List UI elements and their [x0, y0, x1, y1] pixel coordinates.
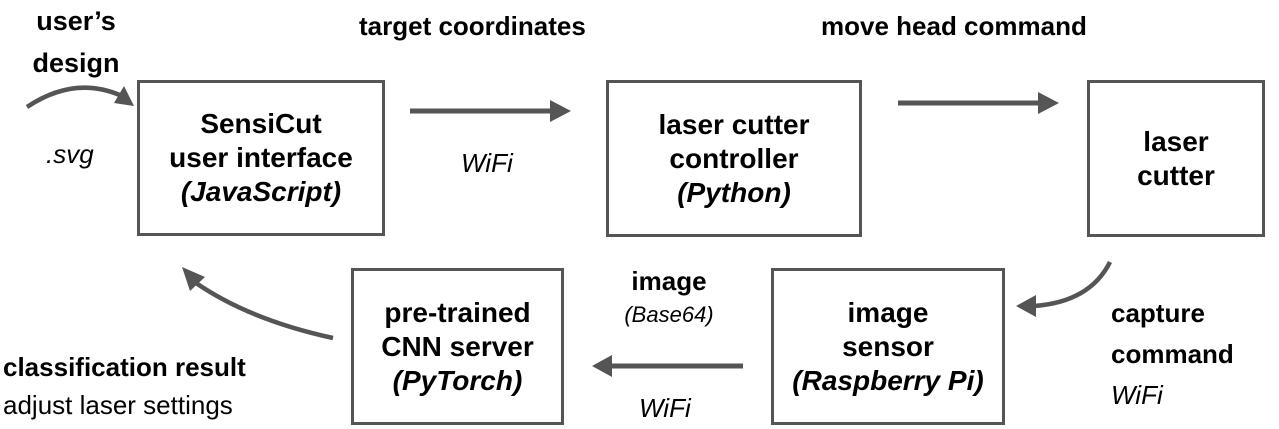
controller-to-cutter-arrowhead: [1038, 92, 1059, 114]
cutter-to-sensor-arrow: [1033, 260, 1113, 309]
node-image-sensor: image sensor (Raspberry Pi): [771, 268, 1005, 425]
node-controller: laser cutter controller (Python): [606, 80, 862, 237]
edge-label-classification: classification result adjust laser setti…: [3, 348, 246, 424]
input-label-line-1: user’s: [36, 6, 116, 36]
image-label: image: [631, 266, 707, 296]
input-arrowhead: [114, 86, 134, 106]
edge-transport-wifi-2: WiFi: [639, 393, 691, 423]
input-format: .svg: [46, 139, 94, 169]
edge-label-image: image (Base64): [612, 264, 726, 332]
node-tech: (PyTorch): [392, 364, 523, 396]
node-tech: (Python): [677, 176, 791, 208]
input-label: user’s design: [28, 0, 124, 84]
node-sensicut-ui: SensiCut user interface (JavaScript): [137, 80, 385, 236]
node-title-line: image: [847, 296, 929, 328]
node-title-line: user interface: [169, 142, 353, 173]
node-title-line: pre-trained: [384, 296, 531, 328]
cnn-to-ui-arrowhead: [182, 267, 205, 291]
node-title-line: SensiCut: [200, 108, 322, 139]
node-tech: (JavaScript): [180, 176, 342, 207]
node-title-line: cutter: [1137, 159, 1215, 191]
node-title-line: sensor: [842, 330, 934, 362]
input-label-line-2: design: [32, 48, 120, 78]
cnn-to-ui-arrow: [194, 281, 334, 341]
node-title-line: CNN server: [381, 330, 534, 362]
capture-command-line-1: capture: [1111, 298, 1205, 328]
edge-transport-wifi-3: WiFi: [1111, 380, 1163, 410]
input-arrow: [25, 85, 123, 109]
capture-command-line-2: command: [1111, 339, 1234, 369]
sensor-to-cnn-arrowhead: [592, 355, 612, 377]
ui-to-controller-arrowhead: [550, 100, 571, 122]
node-tech: (Raspberry Pi): [792, 364, 984, 396]
adjust-settings-label: adjust laser settings: [3, 390, 233, 420]
image-format: (Base64): [624, 302, 714, 327]
node-title-line: laser: [1143, 125, 1209, 157]
node-title-line: laser cutter: [658, 108, 810, 140]
edge-label-move-head-command: move head command: [821, 11, 1087, 41]
node-laser-cutter: laser cutter: [1087, 80, 1265, 237]
cutter-to-sensor-arrowhead: [1016, 295, 1036, 317]
edge-label-capture-command: capture command WiFi: [1111, 293, 1234, 416]
node-cnn-server: pre-trained CNN server (PyTorch): [351, 268, 564, 425]
classification-result-label: classification result: [3, 352, 246, 382]
edge-label-target-coordinates: target coordinates: [359, 11, 586, 41]
edge-transport-wifi-1: WiFi: [461, 148, 513, 178]
node-title-line: controller: [669, 142, 799, 174]
